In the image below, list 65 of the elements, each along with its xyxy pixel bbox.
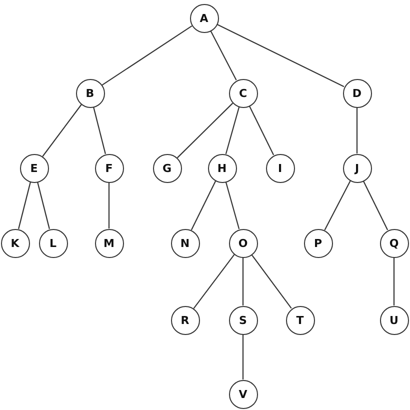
tree-node-circle	[228, 306, 258, 334]
node-label: K	[10, 236, 20, 250]
connector-line	[190, 180, 216, 230]
connector-line	[193, 254, 235, 309]
node-label: S	[239, 314, 247, 326]
tree-node-circle	[0, 228, 30, 258]
node-label: F	[105, 162, 113, 174]
node-label: P	[314, 236, 322, 250]
node-label: T	[296, 314, 304, 326]
connector-line	[37, 182, 50, 230]
connector-line	[108, 182, 110, 228]
connector-line	[225, 182, 240, 230]
node-label: R	[180, 314, 190, 326]
node-label: E	[30, 162, 38, 174]
node-label: G	[162, 162, 172, 174]
connector-line	[42, 104, 82, 157]
node-label: Q	[389, 236, 399, 250]
tree-node-circle	[286, 306, 314, 334]
tree-node-circle	[20, 154, 48, 182]
node-label: N	[180, 236, 190, 250]
node-label: I	[278, 162, 282, 174]
tree-node-circle	[266, 154, 294, 182]
connector-line	[18, 182, 31, 230]
tree-node-circle	[228, 380, 258, 408]
tree-node-circle	[152, 154, 182, 182]
connector-line	[251, 254, 292, 309]
tree-node-circle	[94, 154, 124, 182]
node-label: O	[238, 236, 248, 250]
connector-line	[225, 106, 240, 154]
connector-line	[102, 26, 192, 86]
tree-node-circle	[170, 228, 200, 258]
connector-line	[210, 30, 237, 80]
node-label: D	[352, 86, 362, 100]
tree-node-circle	[228, 78, 258, 108]
node-label: U	[390, 314, 398, 326]
tree-node-circle	[94, 228, 124, 258]
connector-line	[93, 106, 106, 154]
node-label: C	[238, 86, 248, 100]
tree-node-circle	[228, 228, 258, 258]
node-label: B	[86, 86, 94, 100]
tree-node-circle	[208, 154, 236, 182]
connector-line	[216, 24, 344, 88]
tree-node-circle	[380, 228, 408, 258]
tree-node-circle	[342, 154, 372, 182]
connector-line	[393, 258, 395, 306]
node-label: L	[49, 236, 56, 250]
connector-line	[242, 258, 244, 306]
node-label: V	[238, 388, 248, 400]
tree-node-circle	[342, 78, 372, 108]
tree-node-circle	[76, 78, 104, 108]
node-label: H	[217, 162, 227, 174]
tree-node-circle	[304, 228, 332, 258]
node-label: A	[200, 12, 208, 24]
connector-line	[356, 108, 358, 154]
node-label: M	[104, 236, 114, 250]
connector-line	[324, 180, 351, 230]
tree-node-circle	[380, 306, 408, 334]
connector-line	[248, 106, 274, 156]
tree-node-circle	[190, 4, 218, 32]
tree-node-circle	[170, 306, 200, 334]
connector-line	[242, 334, 244, 380]
tree-node-circle	[38, 228, 68, 258]
node-label: J	[354, 162, 360, 174]
connector-line	[176, 102, 234, 158]
connector-line	[362, 180, 388, 230]
